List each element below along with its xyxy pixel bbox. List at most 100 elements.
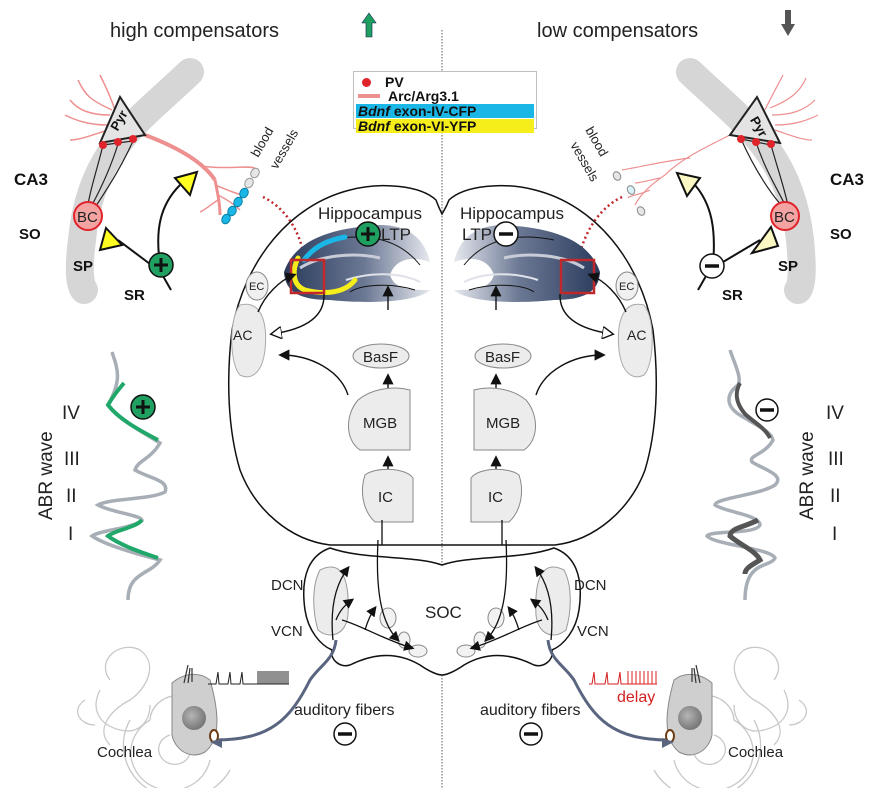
bc-label-right: BC — [774, 209, 795, 226]
ca3-band-left — [65, 58, 204, 304]
legend-gene-cfp: Bdnf — [358, 103, 390, 119]
basket-cell-left — [73, 201, 103, 231]
abr-iv-left: IV — [62, 403, 80, 424]
arc-axon-right — [621, 134, 731, 206]
minus-icon — [333, 722, 357, 746]
basf-region-left — [352, 343, 410, 369]
abr-title-right: ABR wave — [797, 431, 818, 520]
soc-nucleus — [487, 607, 505, 629]
abr-ii-left: II — [66, 486, 77, 507]
abr-iv-right: IV — [826, 403, 844, 424]
ic-region-right — [470, 468, 522, 523]
ic-label-right: IC — [488, 489, 503, 506]
down-arrow-icon — [781, 10, 795, 36]
minus-icon — [755, 398, 779, 422]
ec-label-left: EC — [249, 281, 264, 293]
vcn-label-right: VCN — [577, 623, 609, 640]
plus-icon — [355, 221, 381, 247]
ec-region-left — [245, 271, 269, 301]
pv-synapse — [99, 141, 107, 149]
arc-line-icon — [358, 94, 380, 98]
auditory-fiber-left — [214, 639, 338, 742]
cochlear-nucleus-left — [313, 566, 349, 636]
ca3-label-left: CA3 — [14, 170, 48, 189]
dcn-label-left: DCN — [271, 577, 304, 594]
pv-synapse — [737, 135, 745, 143]
mgb-region-right — [473, 387, 536, 451]
sp-label-right: SP — [778, 258, 798, 275]
ca3-band-right — [676, 58, 816, 304]
minus-icon — [493, 221, 519, 247]
sp-label-left: SP — [73, 258, 93, 275]
hippocampus-right — [454, 225, 600, 302]
abr-wave-left — [89, 351, 168, 601]
legend-item-pv: PV — [356, 75, 534, 89]
soc-nucleus — [456, 644, 476, 658]
ca3-right-panel: Pyr BC blood vessels CA3 SO SP SR — [567, 58, 864, 304]
legend-gene-yfp: Bdnf — [358, 118, 390, 134]
basket-cell-right — [770, 201, 800, 231]
cochlea-label-left: Cochlea — [97, 744, 153, 761]
legend-item-yfp: Bdnf exon-VI-YFP — [356, 119, 534, 133]
minus-icon — [519, 722, 543, 746]
minus-icon — [699, 253, 725, 279]
ca3-label-right: CA3 — [830, 170, 864, 189]
legend-label-arc: Arc/Arg3.1 — [388, 88, 459, 104]
ac-region-left — [231, 303, 267, 378]
abr-wave-right — [704, 349, 780, 601]
basf-label-right: BasF — [485, 349, 520, 366]
abr-ii-right: II — [830, 486, 841, 507]
soc-nucleus — [379, 607, 397, 629]
blood-vessels-left — [221, 167, 260, 225]
mgb-label-left: MGB — [363, 415, 397, 432]
hippocampus-label-left: Hippocampus — [318, 204, 422, 223]
legend-item-cfp: Bdnf exon-IV-CFP — [356, 104, 534, 118]
cochlea-label-right: Cochlea — [728, 744, 784, 761]
hippocampus-left — [284, 225, 430, 302]
sr-label-left: SR — [124, 287, 145, 304]
basf-label-left: BasF — [363, 349, 398, 366]
up-arrow-icon — [361, 12, 377, 38]
ltp-label-left: LTP — [381, 225, 411, 244]
link-dotted-left — [262, 195, 307, 263]
synapse-triangle — [173, 170, 199, 198]
ec-label-right: EC — [619, 281, 634, 293]
abr-title-left: ABR wave — [36, 431, 57, 520]
cfp-expression — [301, 234, 348, 263]
auditory-fiber-right — [546, 639, 670, 742]
hippocampus-label-right: Hippocampus — [460, 204, 564, 223]
ltp-label-right: LTP — [462, 225, 492, 244]
arc-axon-left — [144, 133, 256, 216]
fibers-label-left: auditory fibers — [294, 702, 395, 719]
header-left: high compensators — [110, 20, 279, 42]
legend-label-yfp: exon-VI-YFP — [393, 118, 477, 134]
pyramidal-cell-left — [98, 94, 147, 145]
ic-label-left: IC — [378, 489, 393, 506]
soc-label: SOC — [425, 603, 462, 622]
so-label-left: SO — [19, 226, 41, 243]
soc-nucleus — [408, 644, 428, 658]
legend: PV Arc/Arg3.1 Bdnf exon-IV-CFP Bdnf exon… — [353, 71, 537, 133]
fibers-label-right: auditory fibers — [480, 702, 581, 719]
ac-label-left: AC — [233, 327, 252, 343]
blood-vessels-right — [612, 171, 646, 216]
pv-synapse — [752, 138, 760, 146]
so-label-right: SO — [830, 226, 852, 243]
legend-label-cfp: exon-IV-CFP — [393, 103, 477, 119]
pv-synapse — [129, 135, 137, 143]
hair-cell-right — [662, 664, 713, 756]
pv-synapse — [767, 140, 775, 148]
synapse-triangle — [749, 224, 780, 255]
basf-region-right — [474, 343, 532, 369]
legend-label-pv: PV — [385, 74, 404, 90]
mgb-region-left — [348, 387, 411, 451]
plus-icon — [130, 394, 156, 420]
ac-region-right — [617, 303, 653, 378]
ic-region-left — [362, 468, 414, 523]
delay-label: delay — [617, 689, 655, 706]
pv-dot-icon — [362, 77, 371, 87]
ec-region-right — [615, 271, 639, 301]
bc-label-left: BC — [77, 209, 98, 226]
abr-i-left: I — [68, 524, 73, 545]
